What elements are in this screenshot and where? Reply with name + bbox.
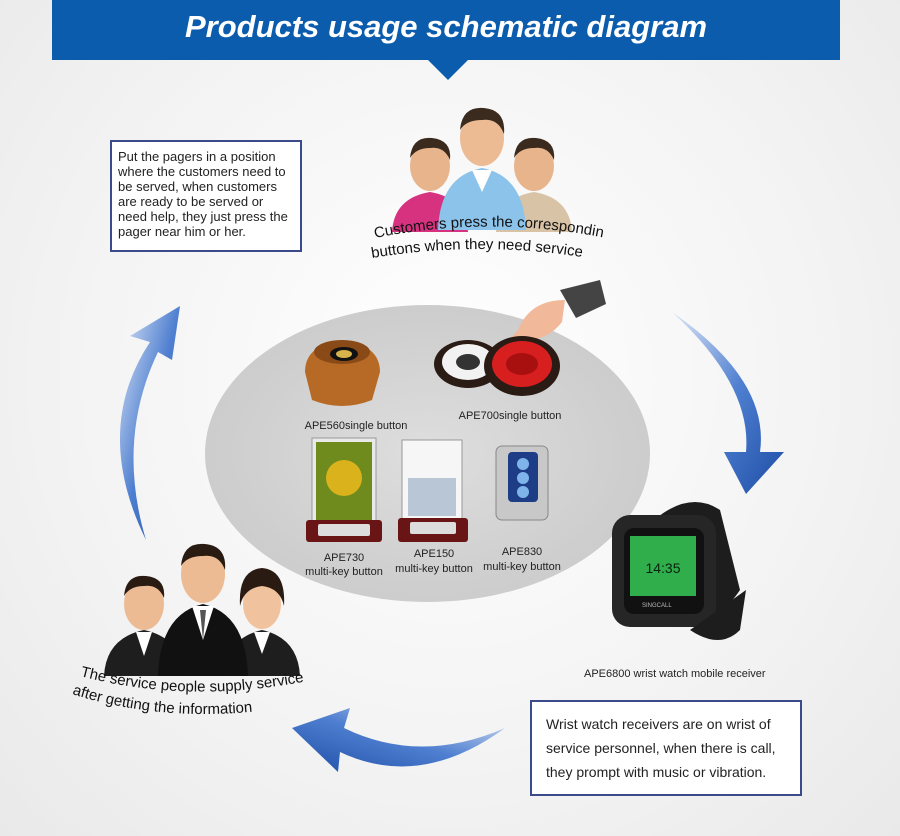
arrow-left [119, 306, 180, 540]
ape560-pager [305, 340, 380, 406]
ape700-pager [434, 336, 560, 396]
cycle-arrows [119, 306, 784, 772]
watch-brand: SINGCALL [642, 603, 672, 609]
watch-receiver [612, 502, 746, 640]
customers-caption-line2: buttons when they need service [370, 236, 584, 262]
ape730-pager [306, 437, 382, 542]
customers-group [392, 107, 572, 232]
ape830-type: multi-key button [483, 561, 561, 573]
ape730-type: multi-key button [305, 566, 383, 578]
ape150-pager [398, 439, 468, 542]
page-title: Products usage schematic diagram [184, 9, 708, 44]
arrow-top-right [672, 312, 784, 494]
ape150-name: APE150 [413, 548, 455, 560]
ape830-name: APE830 [501, 546, 543, 558]
receiver-note: Wrist watch receivers are on wrist of se… [530, 700, 802, 796]
banner-pointer [426, 58, 470, 80]
watch-time: 14:35 [645, 560, 680, 576]
arrow-bottom [292, 708, 505, 772]
ape730-name: APE730 [323, 552, 365, 564]
title-banner [52, 0, 840, 60]
ape150-type: multi-key button [395, 563, 473, 575]
service-staff-group [104, 543, 300, 676]
ape560-label: APE560single button [304, 420, 408, 432]
ape830-pager [495, 445, 549, 521]
ape700-label: APE700single button [458, 410, 562, 422]
pager-placement-note: Put the pagers in a position where the c… [110, 140, 302, 252]
watch-label: APE6800 wrist watch mobile receiver [584, 668, 766, 680]
